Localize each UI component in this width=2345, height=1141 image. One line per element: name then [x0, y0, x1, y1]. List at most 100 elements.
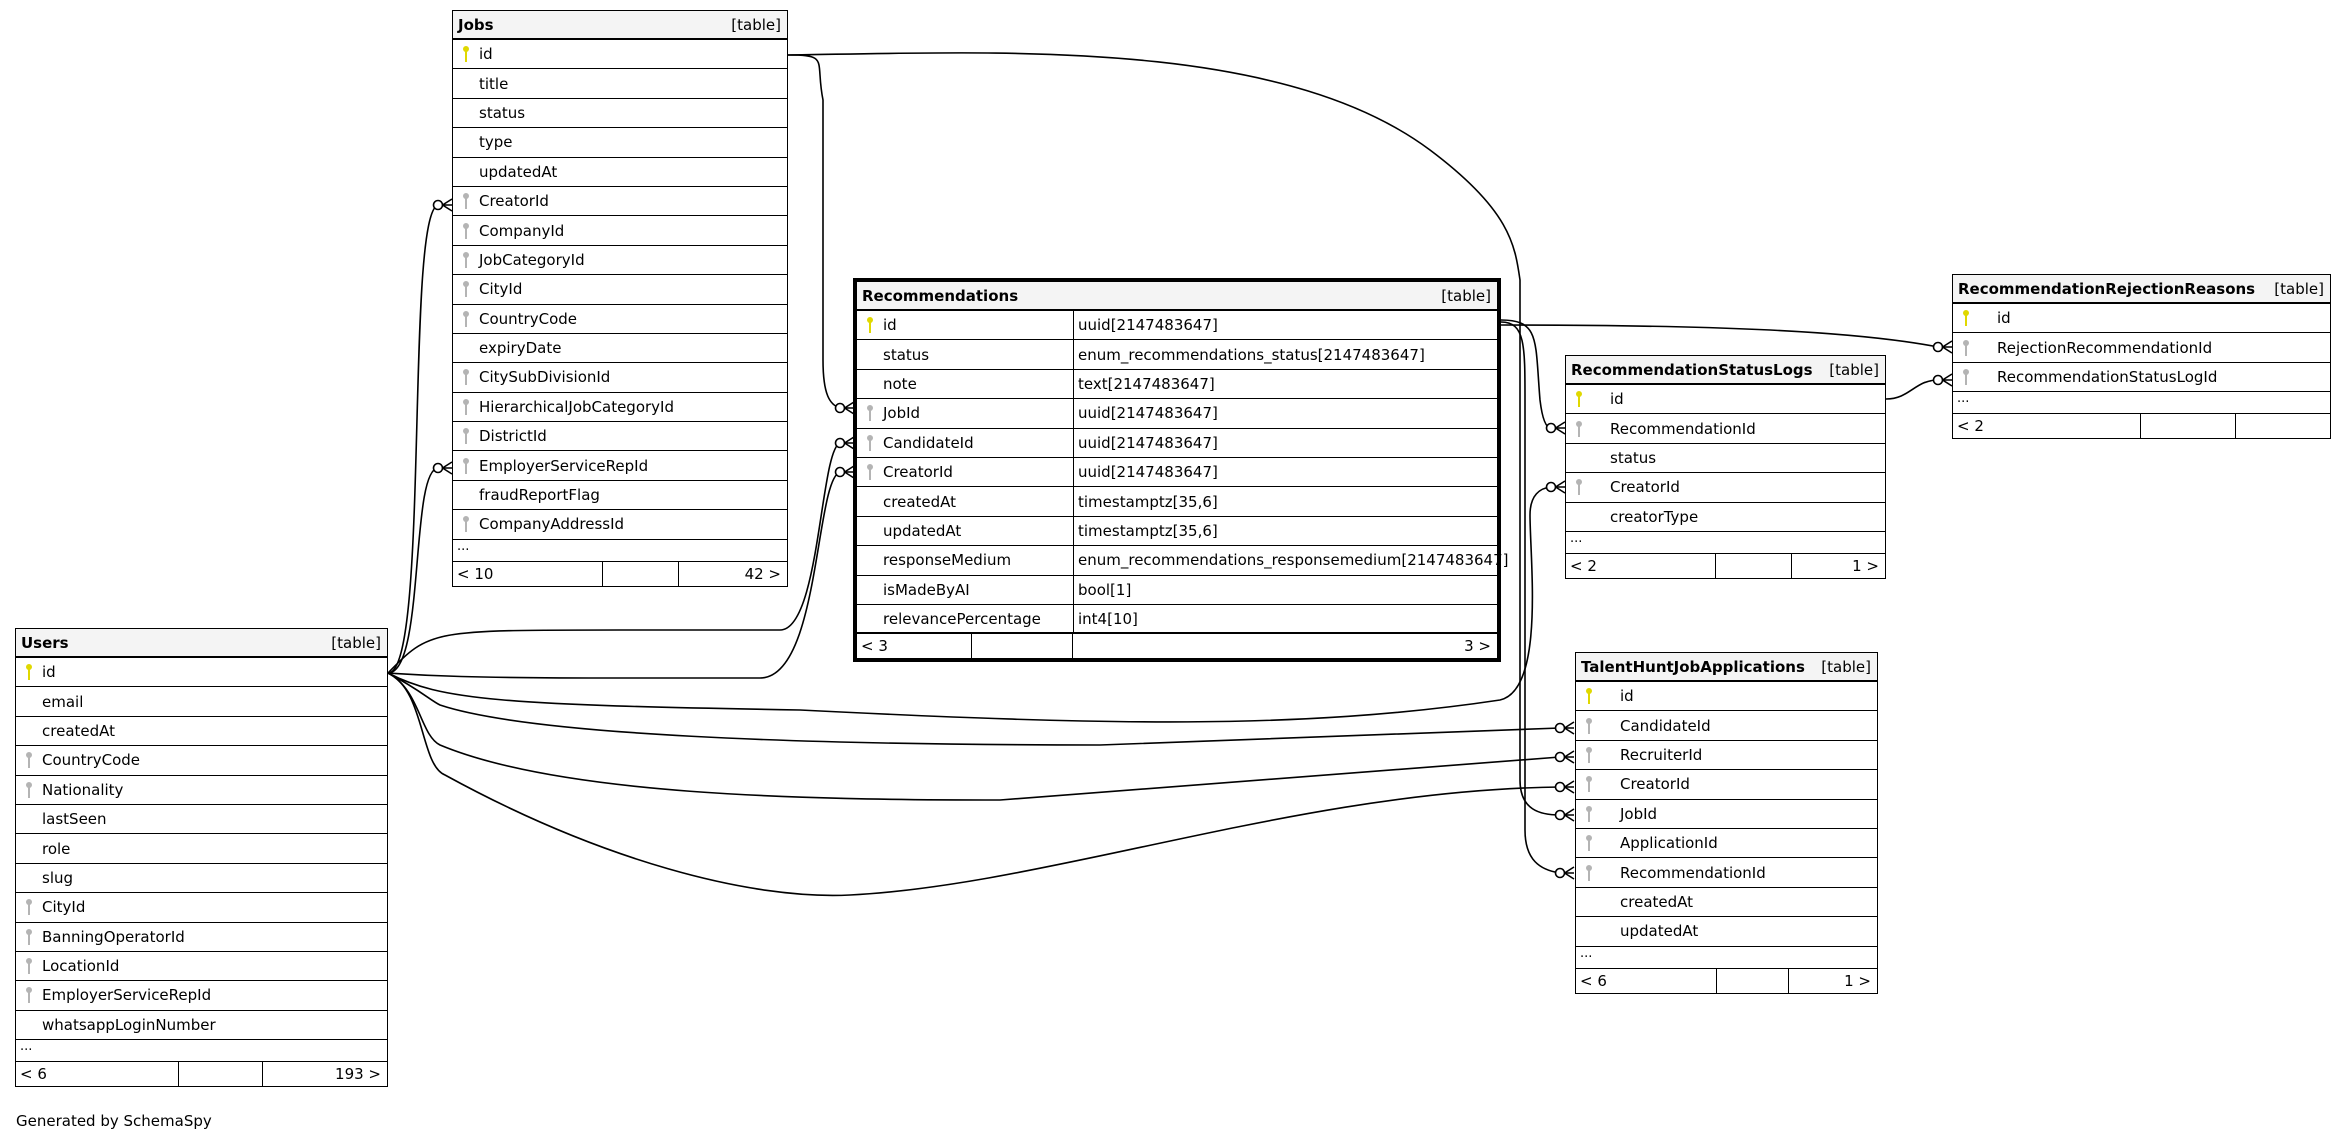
column-row[interactable]: RecommendationId: [1566, 414, 1885, 444]
column-row[interactable]: status: [1566, 444, 1885, 474]
column-row[interactable]: CitySubDivisionId: [453, 363, 787, 393]
column-row[interactable]: JobId: [1576, 800, 1877, 829]
column-row[interactable]: type: [453, 128, 787, 158]
column-row[interactable]: id: [1953, 304, 2330, 334]
parents-count[interactable]: < 6: [1576, 968, 1717, 993]
column-row[interactable]: id: [16, 658, 387, 688]
column-row[interactable]: createdAt: [16, 717, 387, 747]
children-count[interactable]: 193 >: [335, 1065, 381, 1084]
column-row[interactable]: id: [1566, 385, 1885, 415]
table-header[interactable]: Jobs [table]: [453, 11, 787, 40]
column-name: CreatorId: [479, 192, 549, 211]
column-row[interactable]: fraudReportFlag: [453, 481, 787, 511]
no-key-spacer: [453, 69, 479, 97]
table-header[interactable]: RecommendationStatusLogs [table]: [1566, 356, 1885, 385]
children-count[interactable]: 1 >: [1844, 971, 1871, 990]
column-row[interactable]: CandidateId: [1576, 711, 1877, 741]
children-count[interactable]: [2236, 414, 2330, 438]
column-row[interactable]: creatorType: [1566, 503, 1885, 532]
column-row[interactable]: CompanyId: [453, 216, 787, 246]
column-row[interactable]: EmployerServiceRepId: [16, 981, 387, 1011]
table-header[interactable]: Recommendations [table]: [857, 282, 1497, 311]
parents-count[interactable]: < 6: [16, 1062, 179, 1087]
column-row[interactable]: id: [1576, 682, 1877, 712]
column-row[interactable]: CompanyAddressId: [453, 510, 787, 540]
column-row[interactable]: Nationality: [16, 776, 387, 805]
table-header[interactable]: RecommendationRejectionReasons [table]: [1953, 275, 2330, 304]
parents-count[interactable]: < 2: [1953, 414, 2141, 439]
column-row[interactable]: expiryDate: [453, 334, 787, 364]
column-row[interactable]: CityId: [453, 275, 787, 305]
column-row[interactable]: CountryCode: [453, 305, 787, 334]
column-row[interactable]: RecruiterId: [1576, 741, 1877, 771]
table-header[interactable]: TalentHuntJobApplications [table]: [1576, 653, 1877, 682]
column-row[interactable]: updatedAt: [453, 158, 787, 187]
column-row[interactable]: RejectionRecommendationId: [1953, 333, 2330, 363]
column-row[interactable]: updatedAt: [1576, 917, 1877, 947]
column-row[interactable]: CreatorId: [1576, 770, 1877, 800]
children-count[interactable]: 1 >: [1852, 556, 1879, 575]
children-count[interactable]: 42 >: [744, 564, 781, 583]
table-header[interactable]: Users [table]: [16, 629, 387, 658]
column-row[interactable]: DistrictId: [453, 422, 787, 452]
children-count[interactable]: 3 >: [1464, 637, 1491, 656]
column-name: slug: [42, 868, 74, 887]
parents-count[interactable]: < 2: [1566, 553, 1716, 578]
foreign-key-icon: [453, 451, 479, 479]
column-row[interactable]: LocationId: [16, 952, 387, 982]
column-row[interactable]: JobCategoryId: [453, 246, 787, 276]
column-row[interactable]: CountryCode: [16, 746, 387, 776]
column-row[interactable]: whatsappLoginNumber: [16, 1011, 387, 1041]
column-row[interactable]: CreatorId: [453, 187, 787, 217]
optional-marker: [1554, 809, 1566, 821]
parents-count[interactable]: < 10: [453, 561, 603, 586]
primary-key-icon: [1953, 304, 1979, 332]
column-row[interactable]: EmployerServiceRepId: [453, 451, 787, 481]
column-row[interactable]: HierarchicalJobCategoryId: [453, 393, 787, 423]
crows-foot-marker: [1564, 808, 1575, 822]
foreign-key-icon: [1953, 363, 1979, 391]
column-name: ApplicationId: [1620, 834, 1718, 853]
table-footer: < 2 1 >: [1566, 553, 1885, 578]
table-footer: < 3 3 >: [857, 634, 1497, 659]
table-name: Users: [21, 633, 69, 652]
column-row[interactable]: lastSeen: [16, 805, 387, 835]
column-row[interactable]: id: [453, 40, 787, 70]
column-row[interactable]: email: [16, 687, 387, 717]
column-row[interactable]: BanningOperatorId: [16, 923, 387, 952]
foreign-key-icon: [16, 746, 42, 774]
parents-count[interactable]: < 3: [857, 634, 972, 659]
edge-users-talenthunt-creator: [387, 672, 1561, 897]
column-row[interactable]: slug: [16, 864, 387, 894]
column-row[interactable]: role: [16, 834, 387, 864]
column-row[interactable]: CityId: [16, 893, 387, 923]
column-row[interactable]: createdAt: [1576, 888, 1877, 918]
column-row[interactable]: title: [453, 69, 787, 99]
column-row[interactable]: RecommendationStatusLogId: [1953, 363, 2330, 393]
column-row[interactable]: status: [453, 99, 787, 129]
column-row[interactable]: CreatorId: [1566, 473, 1885, 503]
table-recommendation-rejection-reasons[interactable]: RecommendationRejectionReasons [table] i…: [1952, 274, 2331, 440]
column-name: CityId: [479, 280, 523, 299]
crows-foot-marker: [1564, 750, 1575, 764]
column-row[interactable]: RecommendationId: [1576, 858, 1877, 888]
column-row[interactable]: ApplicationId: [1576, 829, 1877, 859]
no-key-spacer: [1566, 444, 1592, 472]
